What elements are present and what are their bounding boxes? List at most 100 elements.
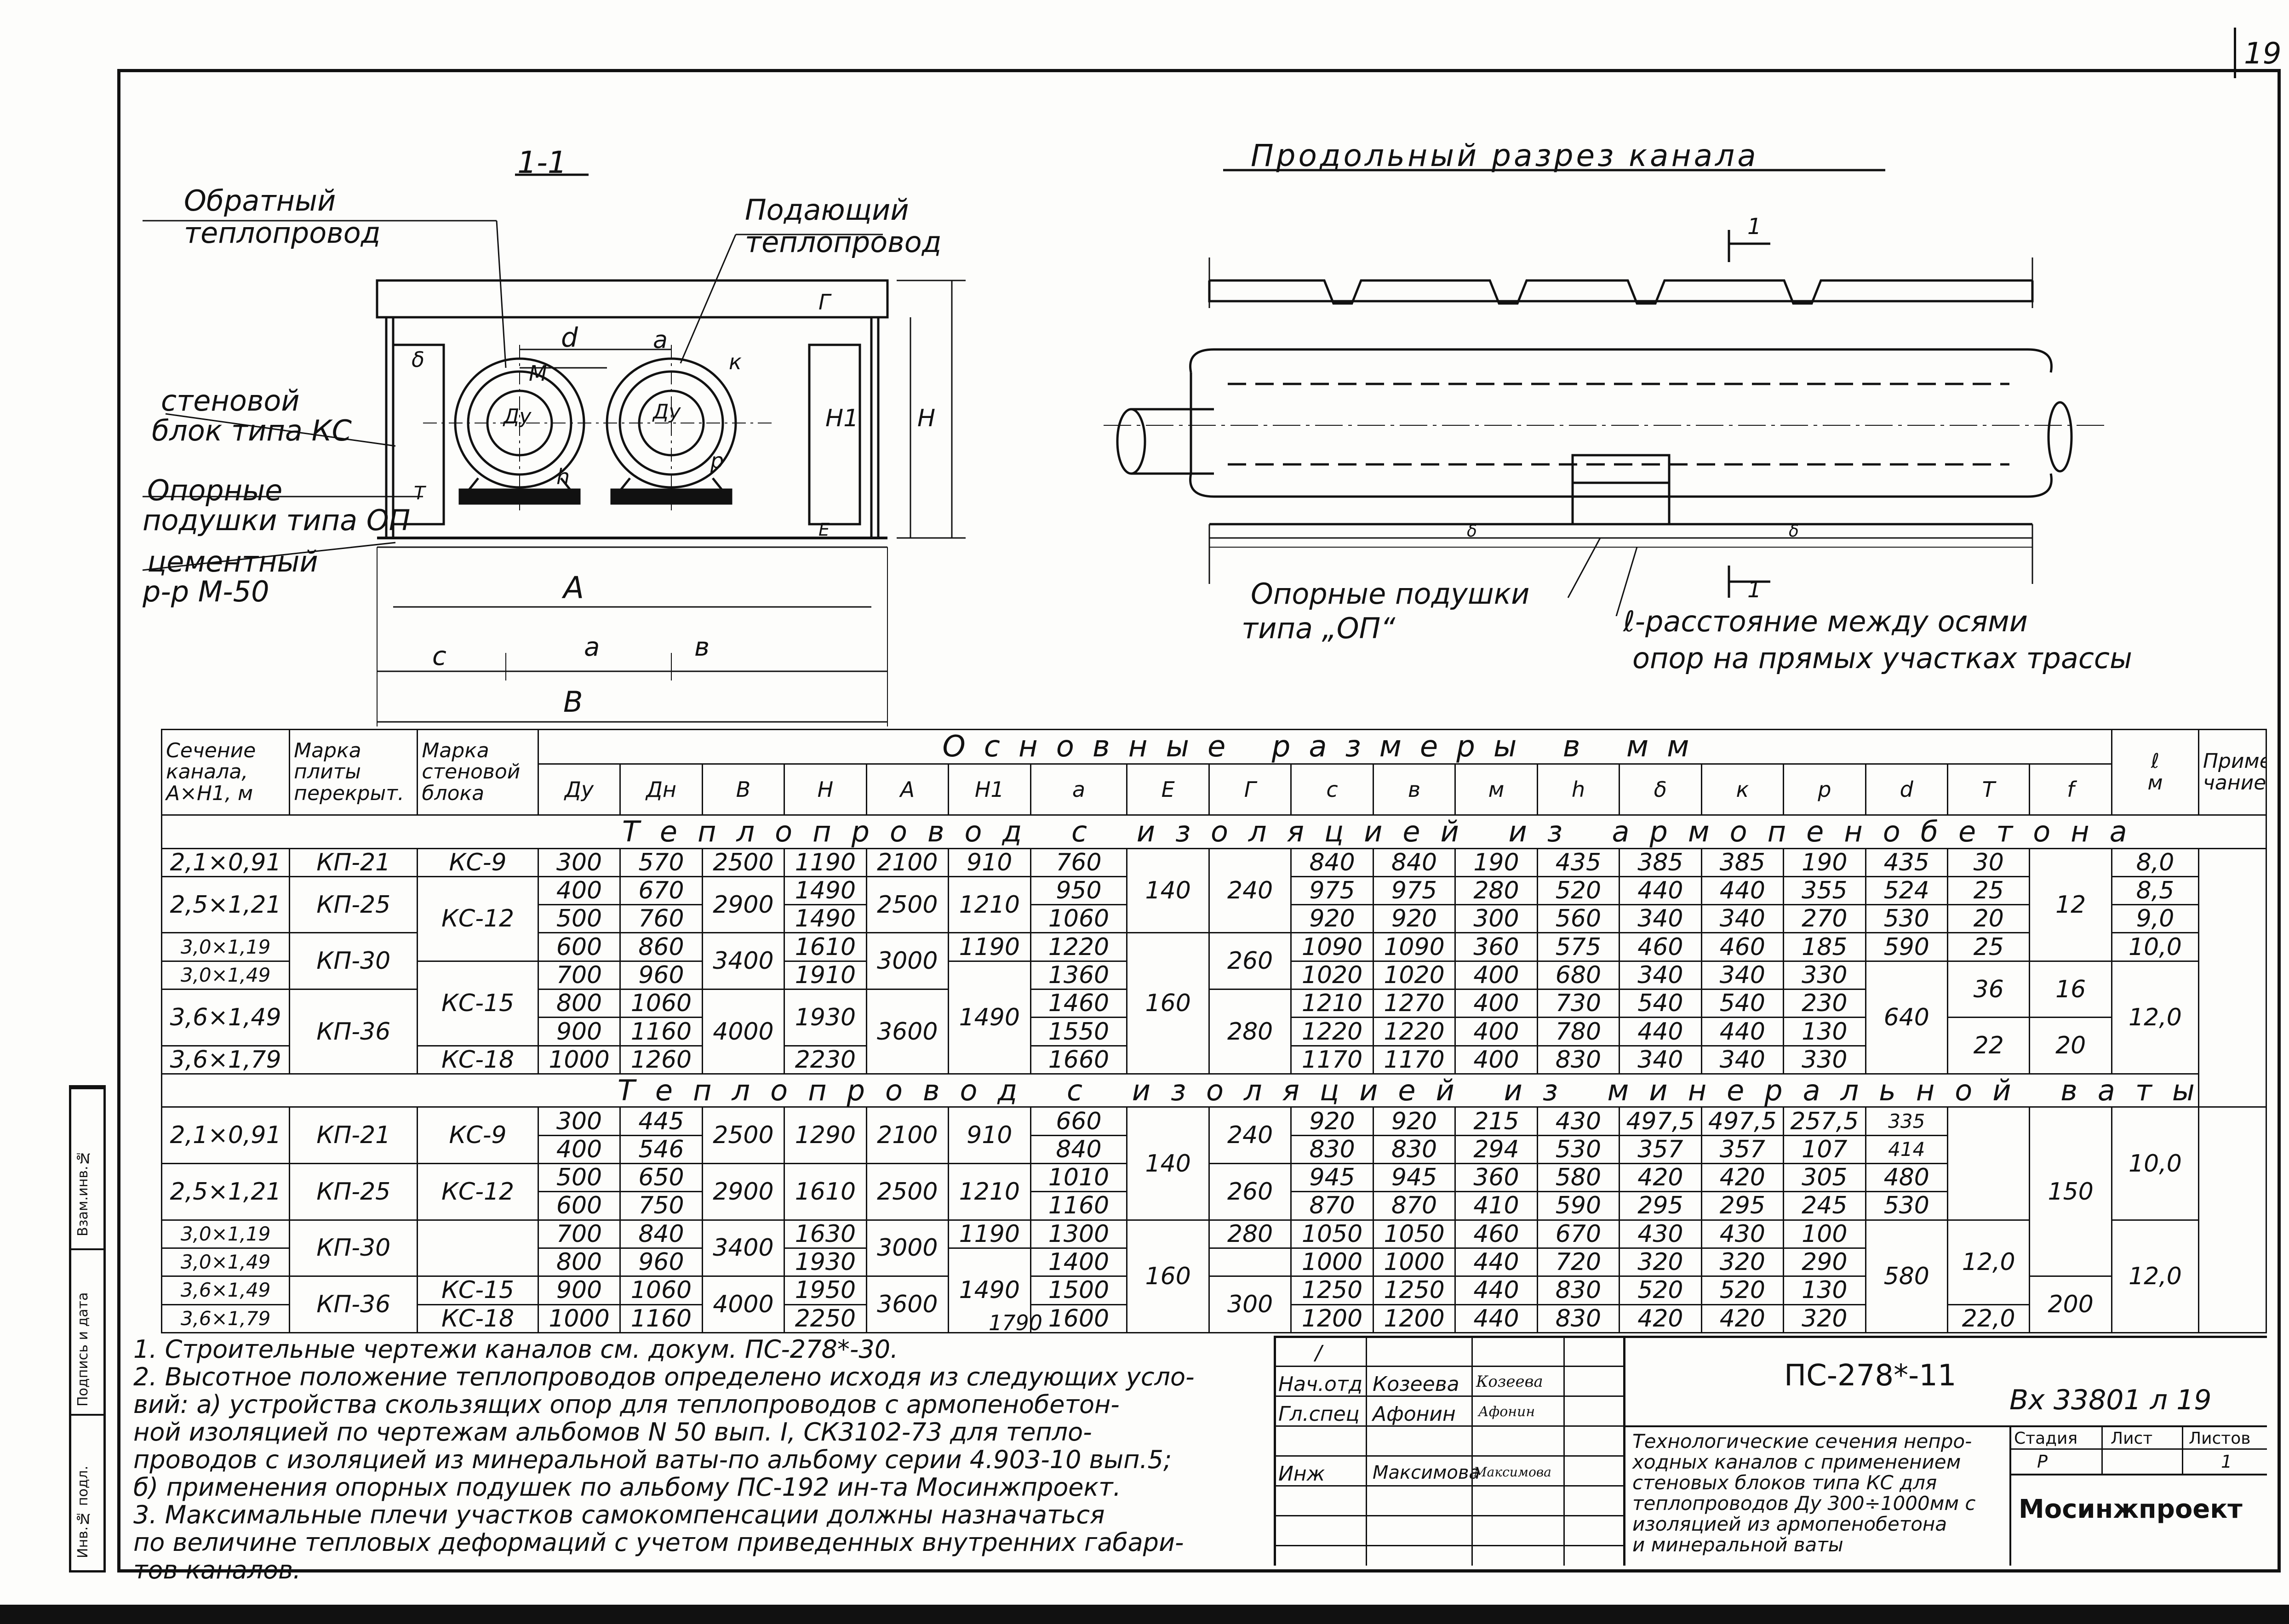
note-line: проводов с изоляцией из минеральной ваты… xyxy=(133,1446,1172,1474)
s1-f: 12 xyxy=(2029,847,2112,962)
s1-H: 1610 xyxy=(784,932,867,962)
s1-a: 1220 xyxy=(1030,932,1128,962)
dim-m: M xyxy=(529,361,547,386)
section2-title: Теплопровод с изоляцией из минеральной в… xyxy=(161,1073,2267,1108)
s1-b: 1170 xyxy=(1372,1045,1456,1075)
s1-dy: 900 xyxy=(537,1017,621,1046)
s1-sec: 2,1×0,91 xyxy=(160,847,291,877)
s2-G-empty xyxy=(1208,1247,1292,1277)
s1-slab: КП-21 xyxy=(289,847,418,877)
col-T: Т xyxy=(1946,763,2031,816)
floor-mark-1: δ xyxy=(1467,522,1477,541)
dim-t: T xyxy=(414,483,425,504)
s1-h: 575 xyxy=(1536,932,1620,962)
s1-l: 8,0 xyxy=(2111,847,2199,877)
dim-h1: H1 xyxy=(825,405,859,432)
s1-sec: 3,0×1,49 xyxy=(160,960,291,990)
col-b: в xyxy=(1372,763,1456,816)
s1-c: 1220 xyxy=(1290,1017,1374,1046)
s2-slab: КП-21 xyxy=(289,1106,418,1165)
s2-d: 530 xyxy=(1865,1191,1948,1221)
s2-sec: 3,6×1,49 xyxy=(160,1275,291,1305)
s1-T: 25 xyxy=(1946,875,2031,906)
cut-label-top: 1 xyxy=(1747,214,1762,240)
s2-d: 580 xyxy=(1865,1219,1948,1334)
s2-h: 720 xyxy=(1536,1247,1620,1277)
s1-H: 2230 xyxy=(784,1045,867,1075)
s2-block: КС-9 xyxy=(417,1106,539,1165)
s1-H: 1190 xyxy=(784,847,867,877)
s2-delta: 430 xyxy=(1619,1219,1702,1249)
col-B: В xyxy=(701,763,785,816)
s1-p: 230 xyxy=(1783,989,1866,1018)
s1-k: 385 xyxy=(1700,847,1785,877)
note-line: тов каналов. xyxy=(133,1556,301,1584)
s1-a: 1460 xyxy=(1030,989,1128,1018)
s2-p: 257,5 xyxy=(1783,1106,1866,1136)
wall-block-label-2: блок типа КС xyxy=(152,414,352,447)
cross-section-drawing xyxy=(142,173,966,726)
col-dn: Дн xyxy=(619,763,703,816)
s2-sec: 3,0×1,19 xyxy=(160,1219,291,1249)
col-c: с xyxy=(1290,763,1374,816)
hdr-note-2: чание xyxy=(2203,771,2266,795)
note-line: вий: а) устройства скользящих опор для т… xyxy=(133,1391,1120,1418)
tb-org: Мосинжпроект xyxy=(2019,1494,2243,1524)
s1-k: 340 xyxy=(1700,1045,1785,1075)
s1-c: 1170 xyxy=(1290,1045,1374,1075)
s2-A: 2100 xyxy=(865,1106,950,1165)
s2-T: 12,0 xyxy=(1946,1219,2031,1305)
s1-m: 300 xyxy=(1454,904,1538,934)
s1-slab: КП-36 xyxy=(289,989,418,1075)
s1-h: 520 xyxy=(1536,875,1620,906)
s1-delta: 460 xyxy=(1619,932,1702,962)
s1-p: 190 xyxy=(1783,847,1866,877)
hdr-block-1: Марка xyxy=(422,739,489,763)
col-p: р xyxy=(1783,763,1866,816)
s2-A: 3600 xyxy=(865,1275,950,1333)
hdr-group: Основные размеры в мм xyxy=(537,729,2112,765)
s2-H1: 1210 xyxy=(948,1163,1031,1221)
s2-dy: 800 xyxy=(537,1247,621,1277)
s2-a: 660 xyxy=(1030,1106,1128,1136)
s1-dn: 1160 xyxy=(619,1017,703,1046)
mortar-label-1: цементный xyxy=(147,545,318,578)
floor-mark-2: δ xyxy=(1789,522,1799,541)
s1-dy: 300 xyxy=(537,847,621,877)
page-number: 19 xyxy=(2244,37,2282,71)
dim-H: H xyxy=(917,405,936,432)
s1-c: 1210 xyxy=(1290,989,1374,1018)
tb-role-3: Инж xyxy=(1278,1462,1325,1486)
s2-p: 130 xyxy=(1783,1275,1866,1305)
col-a: а xyxy=(1030,763,1128,816)
s2-a: 1160 xyxy=(1030,1191,1128,1221)
s1-delta: 540 xyxy=(1619,989,1702,1018)
s2-note xyxy=(2197,1106,2267,1333)
s2-delta: 520 xyxy=(1619,1275,1702,1305)
s1-h: 730 xyxy=(1536,989,1620,1018)
s1-T: 20 xyxy=(1946,904,2031,934)
s2-d: 335 xyxy=(1865,1106,1948,1136)
s2-A: 2500 xyxy=(865,1163,950,1221)
s1-k: 440 xyxy=(1700,1017,1785,1046)
s2-delta: 420 xyxy=(1619,1304,1702,1333)
hdr-slab-2: плиты xyxy=(294,760,361,784)
s1-delta: 340 xyxy=(1619,904,1702,934)
s1-h: 780 xyxy=(1536,1017,1620,1046)
s2-block: КС-12 xyxy=(417,1163,539,1221)
s2-h: 590 xyxy=(1536,1191,1620,1221)
hdr-block-2: стеновой xyxy=(422,760,521,784)
s2-h: 830 xyxy=(1536,1304,1620,1333)
s2-m: 440 xyxy=(1454,1247,1538,1277)
s2-b: 920 xyxy=(1372,1106,1456,1136)
s1-b: 1090 xyxy=(1372,932,1456,962)
note-line: ной изоляцией по чертежам альбомов N 50 … xyxy=(133,1418,1092,1446)
s2-f: 200 xyxy=(2029,1275,2112,1333)
s2-H: 1610 xyxy=(784,1163,867,1221)
stamp-replace-label: Взам.инв.№ xyxy=(75,1149,91,1236)
hdr-section-2: канала, xyxy=(166,760,248,784)
s1-B: 2900 xyxy=(701,875,785,934)
s1-l: 10,0 xyxy=(2111,932,2199,962)
s1-H1: 1190 xyxy=(948,932,1031,962)
